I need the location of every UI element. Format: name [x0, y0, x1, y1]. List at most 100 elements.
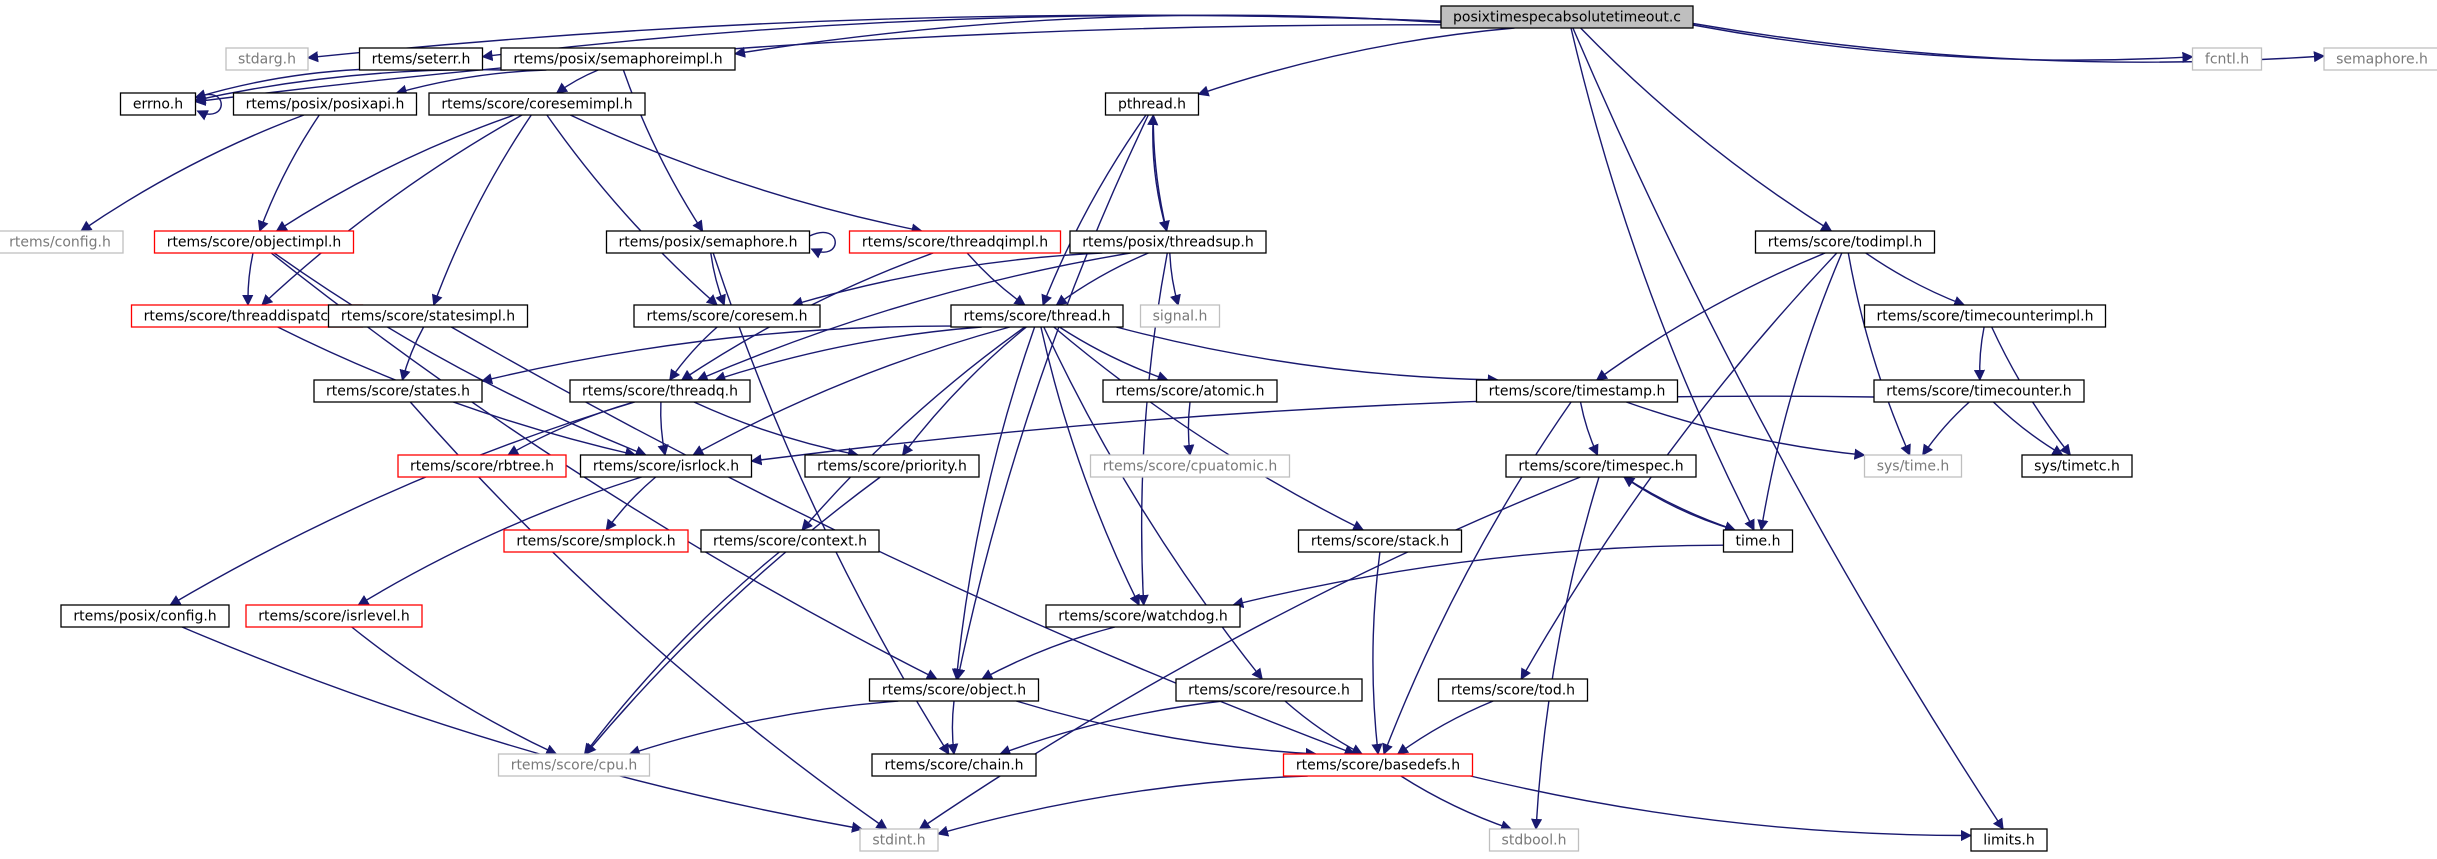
file-node-threadq[interactable]: rtems/score/threadq.h — [569, 379, 751, 403]
node-box — [497, 753, 651, 777]
node-box — [1045, 604, 1241, 628]
node-box — [2021, 454, 2133, 478]
file-node-stack[interactable]: rtems/score/stack.h — [1297, 529, 1463, 553]
file-node-object[interactable]: rtems/score/object.h — [868, 678, 1040, 702]
file-node-statesimpl[interactable]: rtems/score/statesimpl.h — [327, 304, 529, 328]
node-label: rtems/score/threadqimpl.h — [862, 235, 1048, 251]
file-node-coresemimpl[interactable]: rtems/score/coresemimpl.h — [428, 92, 646, 116]
include-edge-timecounterimpl-to-timecounter — [1973, 326, 1986, 382]
include-edge-thread-to-stack — [1053, 326, 1365, 531]
file-node-chain[interactable]: rtems/score/chain.h — [871, 753, 1037, 777]
node-label: rtems/posix/posixapi.h — [246, 97, 405, 113]
include-edge-atomic-to-cpuatomic — [1183, 401, 1195, 457]
file-node-root[interactable]: posixtimespecabsolutetimeout.c — [1440, 5, 1694, 29]
include-edge-pthread-to-thread — [1041, 114, 1147, 307]
node-label: rtems/config.h — [9, 235, 111, 251]
file-node-posixconfig[interactable]: rtems/posix/config.h — [60, 604, 230, 628]
include-edge-semimpl-to-coresemimpl — [555, 69, 599, 94]
include-edge-posixsem-to-posixsem — [809, 231, 836, 259]
node-label: rtems/score/coresemimpl.h — [441, 97, 632, 113]
node-box — [633, 304, 821, 328]
file-node-coresem[interactable]: rtems/score/coresem.h — [633, 304, 821, 328]
node-label: rtems/score/context.h — [713, 534, 867, 550]
file-node-errno[interactable]: errno.h — [119, 92, 197, 116]
file-node-states[interactable]: rtems/score/states.h — [313, 379, 483, 403]
node-label: errno.h — [133, 97, 183, 113]
node-label: limits.h — [1983, 833, 2034, 849]
node-box — [804, 454, 980, 478]
include-edge-resource-to-basedefs — [1284, 700, 1363, 755]
include-edge-thread-to-states — [480, 325, 952, 385]
node-label: rtems/score/states.h — [326, 384, 470, 400]
file-node-priority[interactable]: rtems/score/priority.h — [804, 454, 980, 478]
node-box — [1475, 379, 1679, 403]
file-node-resource[interactable]: rtems/score/resource.h — [1175, 678, 1363, 702]
file-node-posixapi[interactable]: rtems/posix/posixapi.h — [232, 92, 418, 116]
node-label: rtems/score/isrlevel.h — [258, 609, 409, 625]
node-box — [950, 304, 1124, 328]
node-label: rtems/score/cpuatomic.h — [1103, 459, 1277, 475]
file-node-todimpl[interactable]: rtems/score/todimpl.h — [1754, 230, 1936, 254]
include-edge-isrlock-to-isrlevel — [357, 476, 642, 606]
file-node-thread[interactable]: rtems/score/thread.h — [950, 304, 1124, 328]
file-node-systime: sys/time.h — [1863, 454, 1963, 478]
file-node-pthread[interactable]: pthread.h — [1104, 92, 1200, 116]
file-node-posixsem[interactable]: rtems/posix/semaphore.h — [605, 230, 811, 254]
node-box — [60, 604, 230, 628]
file-node-limits[interactable]: limits.h — [1970, 828, 2048, 852]
include-edge-timeh-to-timespec — [1623, 476, 1736, 531]
node-label: signal.h — [1153, 309, 1208, 325]
node-box — [232, 92, 418, 116]
file-node-rbtree[interactable]: rtems/score/rbtree.h — [397, 454, 567, 478]
file-node-basedefs[interactable]: rtems/score/basedefs.h — [1282, 753, 1474, 777]
include-edge-posixapi-to-objectimpl — [257, 114, 320, 233]
file-node-context[interactable]: rtems/score/context.h — [700, 529, 880, 553]
include-edge-coresemimpl-to-threaddispatch — [261, 114, 523, 306]
node-label: semaphore.h — [2336, 52, 2428, 68]
node-label: rtems/score/object.h — [882, 683, 1026, 699]
file-node-atomic[interactable]: rtems/score/atomic.h — [1102, 379, 1278, 403]
file-node-semimpl[interactable]: rtems/posix/semaphoreimpl.h — [500, 47, 736, 71]
node-box — [245, 604, 423, 628]
file-node-watchdog[interactable]: rtems/score/watchdog.h — [1045, 604, 1241, 628]
node-label: rtems/score/chain.h — [884, 758, 1023, 774]
file-node-fcntl: fcntl.h — [2191, 47, 2263, 71]
file-node-timeh[interactable]: time.h — [1722, 529, 1794, 553]
node-box — [1970, 828, 2048, 852]
include-edge-coresemimpl-to-coresem — [546, 114, 718, 306]
node-label: rtems/score/tod.h — [1451, 683, 1575, 699]
file-node-objectimpl[interactable]: rtems/score/objectimpl.h — [153, 230, 355, 254]
include-edge-coresem-to-threadq — [669, 326, 718, 381]
file-node-seterr[interactable]: rtems/seterr.h — [358, 47, 484, 71]
include-edge-timecounter-to-systimetc — [1992, 401, 2064, 456]
file-node-timecounter[interactable]: rtems/score/timecounter.h — [1873, 379, 2085, 403]
file-node-threadqimpl[interactable]: rtems/score/threadqimpl.h — [848, 230, 1062, 254]
file-node-threaddispatch[interactable]: rtems/score/threaddispatch.h — [130, 304, 364, 328]
file-node-isrlock[interactable]: rtems/score/isrlock.h — [579, 454, 753, 478]
node-box — [1437, 678, 1589, 702]
include-edge-thread-to-threadq — [714, 326, 982, 383]
file-node-threadsup[interactable]: rtems/posix/threadsup.h — [1069, 230, 1267, 254]
include-edge-todimpl-to-timecounterimpl — [1865, 252, 1966, 307]
include-edge-thread-to-timestamp — [1116, 326, 1499, 386]
file-node-timespec[interactable]: rtems/score/timespec.h — [1505, 454, 1697, 478]
include-edge-todimpl-to-timeh — [1757, 252, 1843, 532]
node-label: fcntl.h — [2205, 52, 2249, 68]
include-edge-isrlock-to-smplock — [605, 476, 657, 531]
file-node-smplock[interactable]: rtems/score/smplock.h — [503, 529, 689, 553]
node-box — [1863, 454, 1963, 478]
node-label: rtems/score/smplock.h — [516, 534, 675, 550]
node-label: rtems/score/threadq.h — [582, 384, 738, 400]
include-edge-coresemimpl-to-statesimpl — [431, 114, 532, 307]
node-box — [1089, 454, 1291, 478]
file-node-isrlevel[interactable]: rtems/score/isrlevel.h — [245, 604, 423, 628]
include-edge-threadq-to-posixconfig — [169, 401, 636, 606]
file-node-tod[interactable]: rtems/score/tod.h — [1437, 678, 1589, 702]
file-node-systimetc[interactable]: sys/timetc.h — [2021, 454, 2133, 478]
include-edge-root-to-semimpl — [733, 14, 1442, 58]
file-node-timestamp[interactable]: rtems/score/timestamp.h — [1475, 379, 1679, 403]
node-label: posixtimespecabsolutetimeout.c — [1453, 10, 1681, 26]
file-node-timecounterimpl[interactable]: rtems/score/timecounterimpl.h — [1863, 304, 2107, 328]
node-box — [1863, 304, 2107, 328]
